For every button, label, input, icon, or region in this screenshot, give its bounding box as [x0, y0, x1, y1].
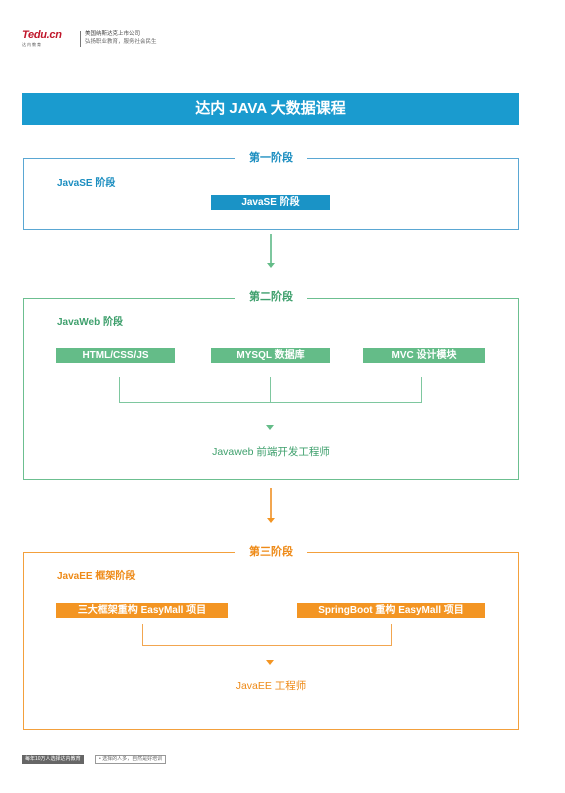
stage-2-result: Javaweb 前端开发工程师 — [212, 446, 330, 458]
footer-tagline: • 选择的人多，自然是好培训 — [95, 755, 167, 764]
arrow-1-head-icon — [267, 263, 275, 268]
stage-2-title: 第二阶段 — [235, 290, 307, 304]
arrow-2-line — [270, 488, 272, 519]
stage-1-item: JavaSE 阶段 — [211, 195, 330, 210]
stage-3-connector — [391, 624, 392, 646]
stage-2-connector — [421, 377, 422, 403]
tedu-logo: Tedu.cn 达内教育 — [22, 30, 80, 52]
logo-subtext: 达内教育 — [22, 42, 42, 47]
stage-1-title: 第一阶段 — [235, 151, 307, 165]
stage-3-item-springboot: SpringBoot 重构 EasyMall 项目 — [297, 603, 485, 618]
stage-2-connector-bar — [119, 402, 422, 403]
stage-2-down-arrow-icon — [266, 425, 274, 430]
stage-2-item-html: HTML/CSS/JS — [56, 348, 175, 363]
stage-3-item-frameworks: 三大框架重构 EasyMall 项目 — [56, 603, 228, 618]
stage-2-item-mvc: MVC 设计模块 — [363, 348, 485, 363]
stage-2-connector — [119, 377, 120, 403]
logo-text: Tedu.cn — [22, 29, 62, 41]
stage-3-title: 第三阶段 — [235, 545, 307, 559]
footer-badge: 每年10万人选择达内教育 — [22, 755, 84, 764]
stage-2-sub-label: JavaWeb 阶段 — [57, 317, 123, 328]
stage-3-sub-label: JavaEE 框架阶段 — [57, 571, 136, 582]
stage-2-item-mysql: MYSQL 数据库 — [211, 348, 330, 363]
company-tagline-1: 美国纳斯达克上市公司 — [85, 31, 141, 37]
stage-3-connector-bar — [142, 645, 392, 646]
stage-2-connector — [270, 377, 271, 403]
stage-1-box — [23, 158, 519, 230]
stage-3-result: JavaEE 工程师 — [235, 680, 307, 692]
arrow-2-head-icon — [267, 518, 275, 523]
arrow-1-line — [270, 234, 272, 264]
stage-3-connector — [142, 624, 143, 646]
course-title-banner: 达内 JAVA 大数据课程 — [22, 93, 519, 125]
stage-3-down-arrow-icon — [266, 660, 274, 665]
company-tagline-2: 弘扬职业教育，服务社会民生 — [85, 39, 157, 45]
header-divider — [80, 31, 81, 47]
stage-1-sub-label: JavaSE 阶段 — [57, 178, 116, 189]
